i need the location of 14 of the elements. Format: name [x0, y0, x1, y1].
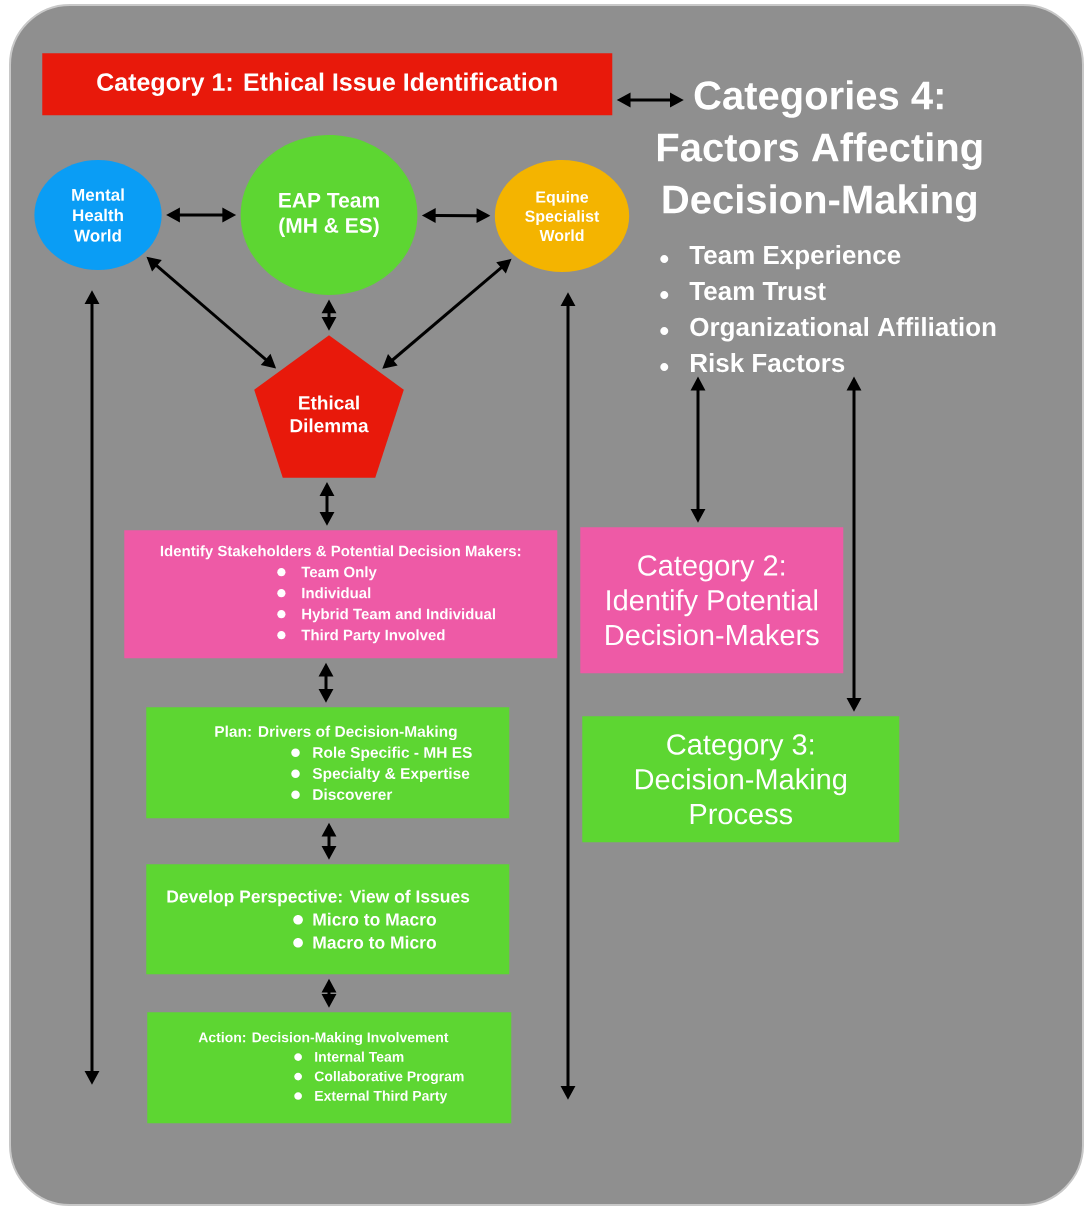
node-label: Team Trust — [689, 282, 826, 301]
factor-list: Categories 4: Factors Affecting Decision-Making Team Experience Team Trust Organizational Affiliation Risk Factors — [658, 80, 996, 373]
node-label: Categories 4: Factors Affecting Decision-Making — [657, 80, 982, 222]
dilemma-pentagon: Ethical Dilemma — [254, 335, 404, 478]
category-box: Category 2: Identify Potential Decision-Makers — [580, 527, 844, 674]
step-box: Action: Decision-Making Involvement Internal Team Collaborative Program External Third Party — [147, 1012, 512, 1124]
category-box: Category 3: Decision-Making Process — [582, 716, 900, 843]
node-label: Organizational Affiliation — [690, 317, 996, 342]
category-box: Category 1: Ethical Issue Identification — [42, 53, 613, 116]
step-box: Plan: Drivers of Decision-Making Role Specific - MH ES Specialty & Expertise Discoverer — [146, 707, 510, 819]
step-box: Identify Stakeholders & Potential Decision Makers: Team Only Individual Hybrid Team and Individual Third Party Involved — [124, 530, 558, 659]
node-label: Team Experience — [689, 245, 901, 270]
step-box: Develop Perspective: View of Issues Micro to Macro Macro to Micro — [146, 864, 510, 975]
node-label: Risk Factors — [691, 353, 845, 373]
